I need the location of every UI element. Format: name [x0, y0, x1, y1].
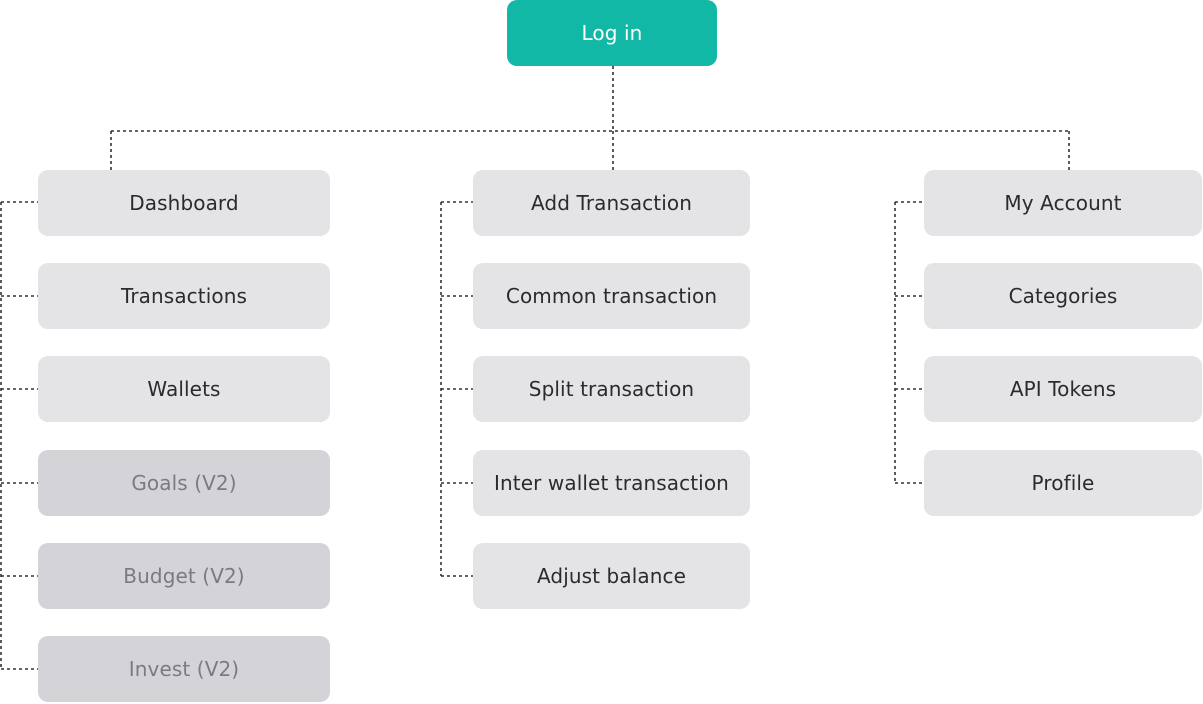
- node-dashboard[interactable]: Dashboard: [38, 170, 330, 236]
- node-my-account[interactable]: My Account: [924, 170, 1202, 236]
- node-label: Dashboard: [129, 191, 239, 215]
- node-inter-wallet-transaction[interactable]: Inter wallet transaction: [473, 450, 750, 516]
- node-label: Log in: [581, 21, 643, 45]
- node-label: Add Transaction: [531, 191, 692, 215]
- node-add-transaction[interactable]: Add Transaction: [473, 170, 750, 236]
- node-adjust-balance[interactable]: Adjust balance: [473, 543, 750, 609]
- node-categories[interactable]: Categories: [924, 263, 1202, 329]
- node-label: Categories: [1008, 284, 1118, 308]
- node-log-in[interactable]: Log in: [507, 0, 717, 66]
- node-transactions[interactable]: Transactions: [38, 263, 330, 329]
- node-label: Wallets: [147, 377, 221, 401]
- node-label: Goals (V2): [131, 471, 237, 495]
- node-invest-v2: Invest (V2): [38, 636, 330, 702]
- node-common-transaction[interactable]: Common transaction: [473, 263, 750, 329]
- node-split-transaction[interactable]: Split transaction: [473, 356, 750, 422]
- node-label: Common transaction: [505, 284, 718, 308]
- node-label: Adjust balance: [536, 564, 687, 588]
- node-goals-v2: Goals (V2): [38, 450, 330, 516]
- node-label: Budget (V2): [123, 564, 245, 588]
- node-label: Invest (V2): [128, 657, 240, 681]
- node-profile[interactable]: Profile: [924, 450, 1202, 516]
- node-label: Split transaction: [528, 377, 695, 401]
- node-label: My Account: [1004, 191, 1122, 215]
- node-label: Profile: [1031, 471, 1095, 495]
- node-label: Inter wallet transaction: [494, 471, 729, 495]
- node-label: Transactions: [120, 284, 248, 308]
- node-wallets[interactable]: Wallets: [38, 356, 330, 422]
- node-label: API Tokens: [1009, 377, 1117, 401]
- node-api-tokens[interactable]: API Tokens: [924, 356, 1202, 422]
- node-budget-v2: Budget (V2): [38, 543, 330, 609]
